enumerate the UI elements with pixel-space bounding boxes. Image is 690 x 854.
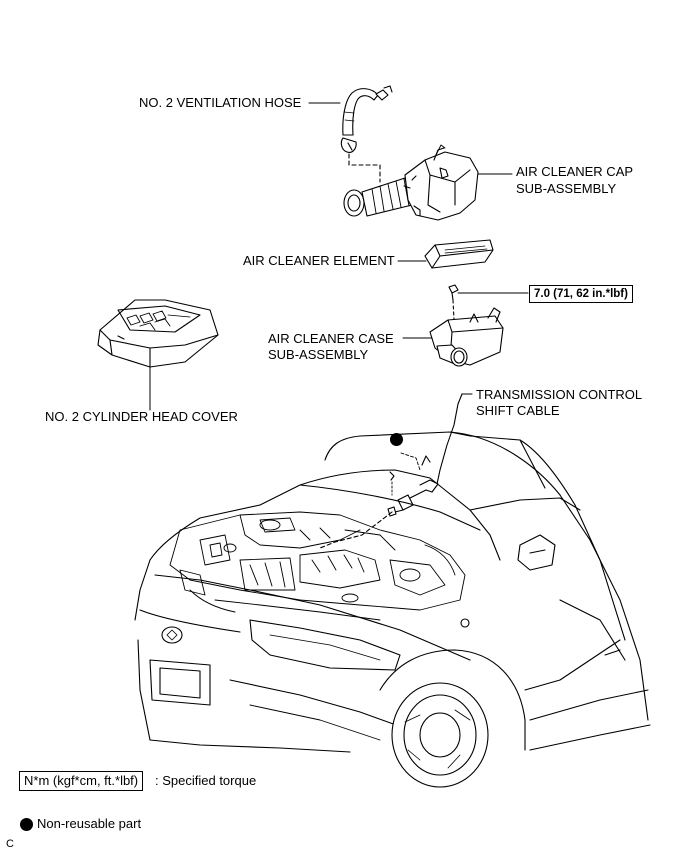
ventilation-hose-part: [340, 85, 393, 153]
cylinder-head-cover-label: NO. 2 CYLINDER HEAD COVER: [45, 409, 238, 424]
cable-guide-dashed: [319, 511, 393, 549]
shift-cable-label-line1: TRANSMISSION CONTROL: [476, 387, 643, 402]
air-cleaner-cap-part: [343, 144, 479, 221]
air-cleaner-case-label-line1: AIR CLEANER CASE: [268, 331, 394, 346]
legend-nonreusable-label: Non-reusable part: [37, 816, 142, 831]
air-cleaner-element-part: [424, 239, 494, 269]
air-cleaner-element-label: AIR CLEANER ELEMENT: [243, 253, 395, 268]
legend-torque-unit-box: N*m (kgf*cm, ft.*lbf): [19, 771, 144, 791]
bolt-part: [448, 284, 459, 321]
legend-torque-description: : Specified torque: [155, 773, 257, 788]
air-cleaner-case-label-line2: SUB-ASSEMBLY: [268, 347, 369, 362]
hose-guide-dashed: [348, 153, 381, 183]
engine-compartment: [169, 511, 466, 621]
torque-spec-box: 7.0 (71, 62 in.*lbf): [529, 285, 633, 303]
vehicle-body: [134, 431, 651, 788]
leader-lines: [149, 102, 529, 411]
nonreusable-marker-icon: [390, 433, 403, 446]
shift-cable-part: [387, 393, 463, 517]
air-cleaner-cap-label-line1: AIR CLEANER CAP: [516, 164, 634, 179]
ventilation-hose-label: NO. 2 VENTILATION HOSE: [139, 95, 302, 110]
cylinder-head-cover-part: [97, 299, 219, 368]
illustration-code: C: [6, 838, 14, 850]
air-cleaner-cap-label-line2: SUB-ASSEMBLY: [516, 181, 617, 196]
shift-cable-label-line2: SHIFT CABLE: [476, 403, 560, 418]
legend-nonreusable-icon: [20, 818, 33, 831]
air-cleaner-case-part: [429, 307, 504, 367]
